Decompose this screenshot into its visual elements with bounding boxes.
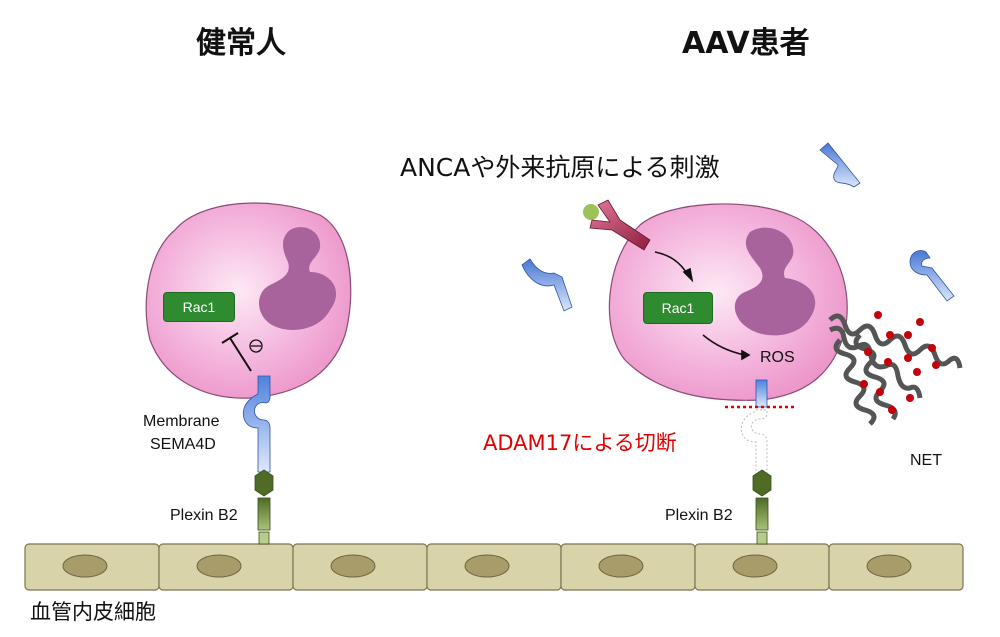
sema4d-label: SEMA4D [150,436,216,453]
net-label: NET [910,452,942,469]
plexin-b2-patient [752,469,772,545]
inhibition-symbol [221,332,263,372]
membrane-label: Membrane [143,413,220,430]
activation-arrows [654,251,751,361]
patient-nucleus [734,227,816,336]
plexin-label-patient: Plexin B2 [665,507,733,524]
soluble-sema4d [521,142,955,312]
net-granules [860,311,940,414]
anca-antibody-receptor [583,199,651,251]
endothelium [24,543,964,591]
cleaved-sema4d-stub [755,379,768,408]
rac1-patient: Rac1 [643,292,713,324]
shed-sema4d-outline [740,409,768,479]
title-healthy: 健常人 [196,26,286,61]
ros-label: ROS [760,349,795,366]
healthy-nucleus [258,227,337,330]
endothelium-label: 血管内皮細胞 [30,600,156,624]
cleavage-label: ADAM17による切断 [483,431,677,455]
rac1-healthy: Rac1 [163,292,235,322]
net-strands [828,313,963,426]
plexin-b2-healthy [254,469,274,545]
membrane-sema4d [242,375,271,473]
title-patient: AAV患者 [682,26,810,61]
stimulus-label: ANCAや外来抗原による刺激 [400,153,720,182]
plexin-label-healthy: Plexin B2 [170,507,238,524]
